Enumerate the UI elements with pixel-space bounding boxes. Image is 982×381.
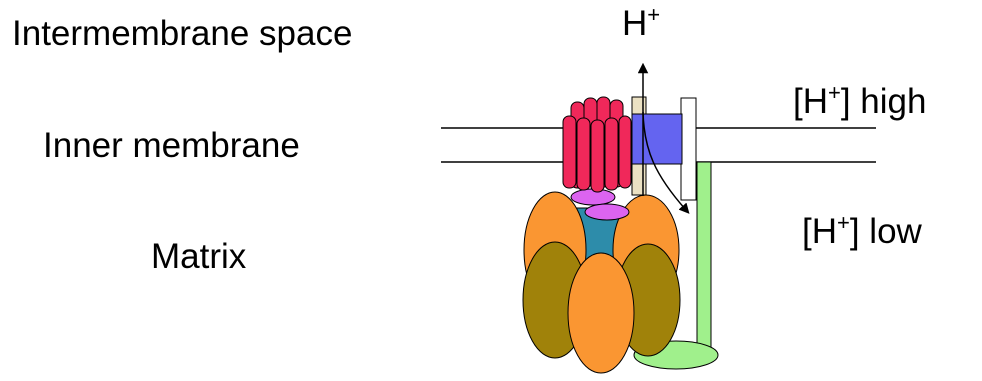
conc-high-suffix: ] high <box>841 82 927 121</box>
conc-high-prefix: [H <box>793 82 828 121</box>
conc-high-charge: + <box>828 80 841 105</box>
a-subunit <box>632 114 682 164</box>
conc-low-charge: + <box>837 210 850 235</box>
b-stator-top <box>681 98 696 200</box>
proton-symbol: H <box>622 4 647 43</box>
c-ring-subunit <box>577 118 590 190</box>
c-ring-subunit <box>619 116 631 188</box>
inner-membrane-label: Inner membrane <box>43 128 300 163</box>
conc-low-suffix: ] low <box>850 212 922 251</box>
c-ring-subunit <box>605 118 618 190</box>
c-ring-subunit <box>591 120 604 192</box>
alpha-subunit-front <box>568 253 634 373</box>
proton-concentration-high-label: [H+] high <box>793 84 926 119</box>
proton-charge: + <box>647 2 660 27</box>
conc-low-prefix: [H <box>802 212 837 251</box>
epsilon-subunit-1 <box>571 189 615 205</box>
c-ring-subunit <box>563 116 576 188</box>
intermembrane-space-label: Intermembrane space <box>12 16 352 51</box>
b-stator-stalk <box>697 162 711 358</box>
proton-concentration-low-label: [H+] low <box>802 214 922 249</box>
matrix-label: Matrix <box>151 239 246 274</box>
epsilon-subunit-2 <box>585 204 629 220</box>
proton-label: H+ <box>622 6 660 41</box>
